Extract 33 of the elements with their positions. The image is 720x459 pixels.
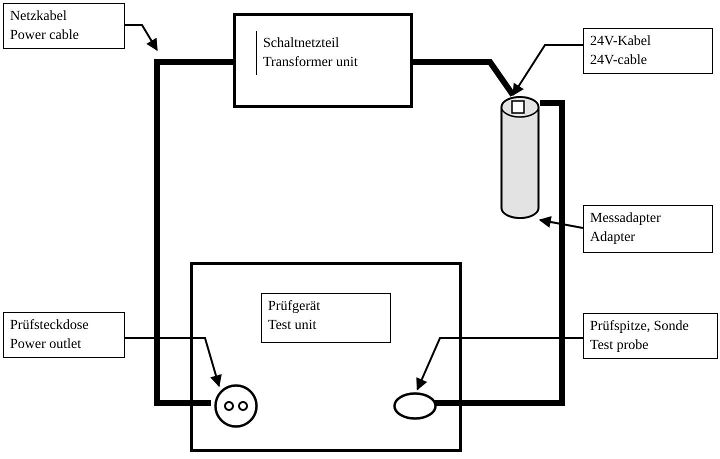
label-text: Power cable: [10, 27, 80, 45]
label-box: [261, 293, 391, 343]
label-text: 24V-cable: [590, 52, 648, 70]
label-text: Prüfgerät: [268, 298, 322, 316]
label-text: Prüfsteckdose: [10, 317, 90, 335]
cable: [413, 59, 516, 97]
leader-line: [512, 44, 583, 96]
cable: [434, 100, 565, 406]
label-text: 24V-Kabel: [590, 33, 652, 51]
label-text: Messadapter: [590, 210, 662, 228]
probe-ellipse: [393, 392, 437, 420]
power-outlet-icon: [214, 384, 258, 428]
label-text: Test unit: [268, 317, 318, 335]
leader-line: [538, 216, 584, 229]
transformer-box: [233, 13, 413, 108]
callout-box: [3, 312, 125, 358]
callout-box: [3, 3, 125, 49]
label-text: Adapter: [590, 229, 636, 247]
test-unit-box: [190, 262, 462, 452]
leader-line: [125, 24, 158, 52]
cable: [154, 59, 233, 406]
label-text: Test probe: [590, 337, 650, 355]
label-text: Schaltnetzteil: [263, 35, 340, 53]
callout-box: [583, 313, 718, 359]
label-text: Power outlet: [10, 336, 82, 354]
label-text: Transformer unit: [263, 54, 359, 72]
label-text: Prüfspitze, Sonde: [590, 318, 690, 336]
callout-box: [583, 28, 713, 74]
leader-line: [125, 337, 222, 388]
callout-box: [583, 205, 713, 253]
label-text: Netzkabel: [10, 8, 68, 26]
adapter-cylinder: [500, 95, 540, 220]
leader-line: [416, 337, 583, 391]
